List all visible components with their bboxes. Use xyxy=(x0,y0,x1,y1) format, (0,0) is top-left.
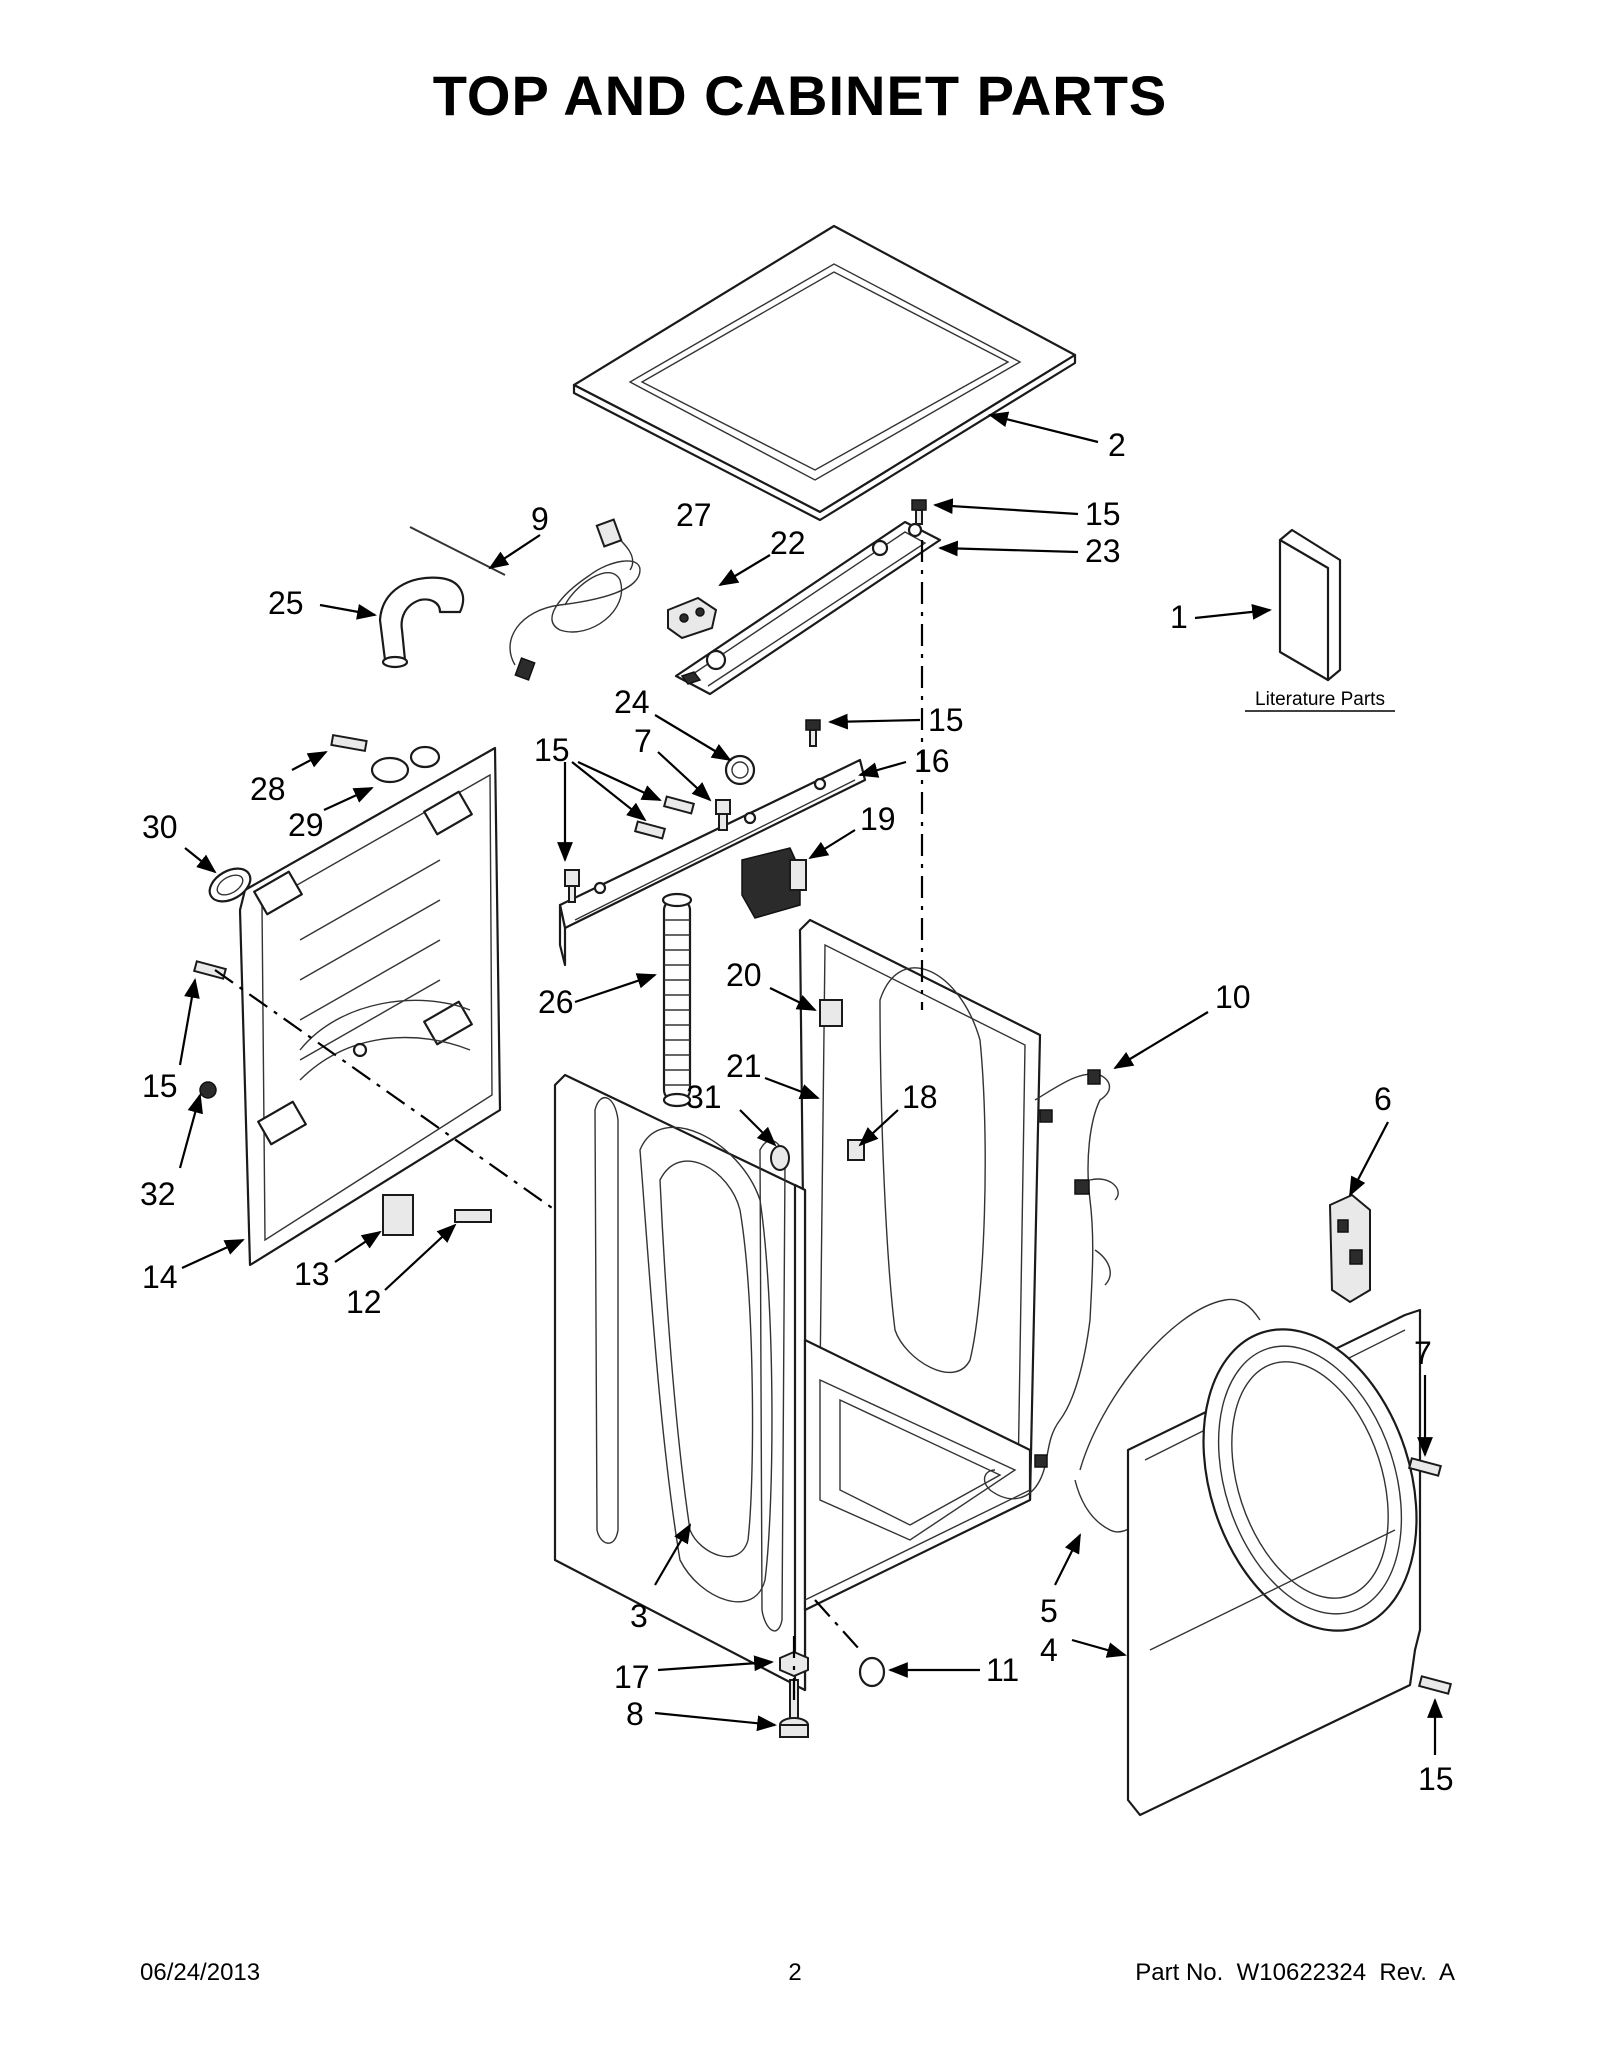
callout-20: 20 xyxy=(726,957,762,993)
callout-15: 15 xyxy=(534,732,570,768)
callout-1: 1 xyxy=(1170,599,1188,635)
callout-7: 7 xyxy=(1414,1335,1432,1371)
callout-15: 15 xyxy=(928,702,964,738)
footer-page-number: 2 xyxy=(788,1959,801,1986)
callout-6: 6 xyxy=(1374,1081,1392,1117)
callout-19: 19 xyxy=(860,801,896,837)
clip-illustration xyxy=(667,596,718,640)
top-brace-illustration xyxy=(674,520,942,696)
callout-3: 3 xyxy=(630,1598,648,1634)
footer-date: 06/24/2013 xyxy=(140,1959,260,1986)
callout-18: 18 xyxy=(902,1079,938,1115)
callout-21: 21 xyxy=(726,1048,762,1084)
callout-labels: 2 15 23 9 27 22 25 1 24 15 7 15 16 28 29… xyxy=(140,427,1454,1797)
cabinet-base-illustration xyxy=(803,1338,1032,1612)
callout-8: 8 xyxy=(626,1696,644,1732)
callout-5: 5 xyxy=(1040,1593,1058,1629)
callout-31: 31 xyxy=(686,1079,722,1115)
callout-26: 26 xyxy=(538,984,574,1020)
callout-13: 13 xyxy=(294,1256,330,1292)
callout-7: 7 xyxy=(634,723,652,759)
callout-29: 29 xyxy=(288,807,324,843)
callout-22: 22 xyxy=(770,525,806,561)
leader-arrows xyxy=(178,411,1443,1755)
top-panel-illustration xyxy=(572,224,1077,522)
wire-harness-illustration xyxy=(983,1069,1261,1533)
callout-15: 15 xyxy=(142,1068,178,1104)
callout-17: 17 xyxy=(614,1659,650,1695)
page-title: TOP AND CABINET PARTS xyxy=(433,64,1168,127)
literature-booklet-illustration xyxy=(1278,528,1342,682)
callout-28: 28 xyxy=(250,771,286,807)
front-panel-illustration xyxy=(1126,1308,1422,1817)
rear-brace-illustration xyxy=(558,758,867,967)
callout-15: 15 xyxy=(1418,1761,1454,1797)
callout-15: 15 xyxy=(1085,496,1121,532)
callout-32: 32 xyxy=(140,1176,176,1212)
callout-4: 4 xyxy=(1040,1632,1058,1668)
callout-12: 12 xyxy=(346,1284,382,1320)
callout-23: 23 xyxy=(1085,533,1121,569)
rear-panel-illustration xyxy=(238,746,502,1267)
callout-10: 10 xyxy=(1215,979,1251,1015)
callout-24: 24 xyxy=(614,684,650,720)
literature-parts-label: Literature Parts xyxy=(1255,689,1385,710)
alignment-lines xyxy=(214,540,924,1700)
callout-11: 11 xyxy=(986,1652,1019,1688)
callout-16: 16 xyxy=(914,743,950,779)
switch-illustration xyxy=(741,847,807,919)
callout-14: 14 xyxy=(142,1259,178,1295)
drain-hose-elbow-illustration xyxy=(378,576,465,669)
callout-27: 27 xyxy=(676,497,712,533)
callout-25: 25 xyxy=(268,585,304,621)
callout-2: 2 xyxy=(1108,427,1126,463)
corrugated-hose-illustration xyxy=(661,892,693,1108)
cabinet-side-panel-illustration xyxy=(553,1073,807,1692)
callout-30: 30 xyxy=(142,809,178,845)
door-lock-illustration xyxy=(1328,1193,1371,1304)
callout-9: 9 xyxy=(531,501,549,537)
footer-part-number: Part No. W10622324 Rev. A xyxy=(1135,1959,1455,1986)
